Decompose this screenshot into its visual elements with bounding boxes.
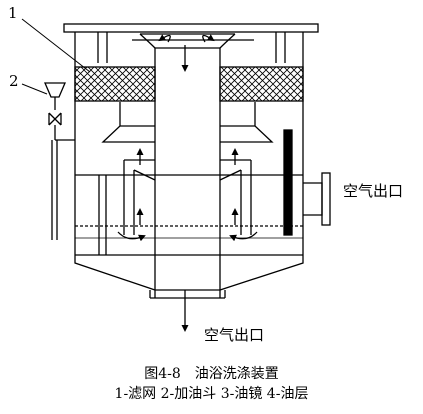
filter-mesh [219,66,304,102]
air-outlet-label-bottom: 空气出口 [204,326,264,344]
oil-sight-glass [283,129,293,236]
duct-inlet [139,33,236,49]
conical-bottom [74,255,304,291]
figure-caption-legend: 1-滤网 2-加油斗 3-油镜 4-油层 [114,386,309,402]
oil-filler-valve [48,112,62,126]
callout-2: 2 [9,72,19,90]
callout-1-leader [21,18,91,73]
figure-caption-title: 图4-8 油浴洗涤装置 [144,366,279,382]
top-flange [63,23,319,33]
air-outlet-label-right: 空气出口 [343,182,403,200]
baffle-hood-right [220,102,274,143]
callout-2-leader [21,83,48,95]
baffle-hood-left [101,102,155,143]
oil-filler-funnel [44,82,66,98]
air-outlet-pipe-right [303,182,323,216]
callout-1: 1 [8,4,18,22]
filter-mesh [74,66,156,102]
